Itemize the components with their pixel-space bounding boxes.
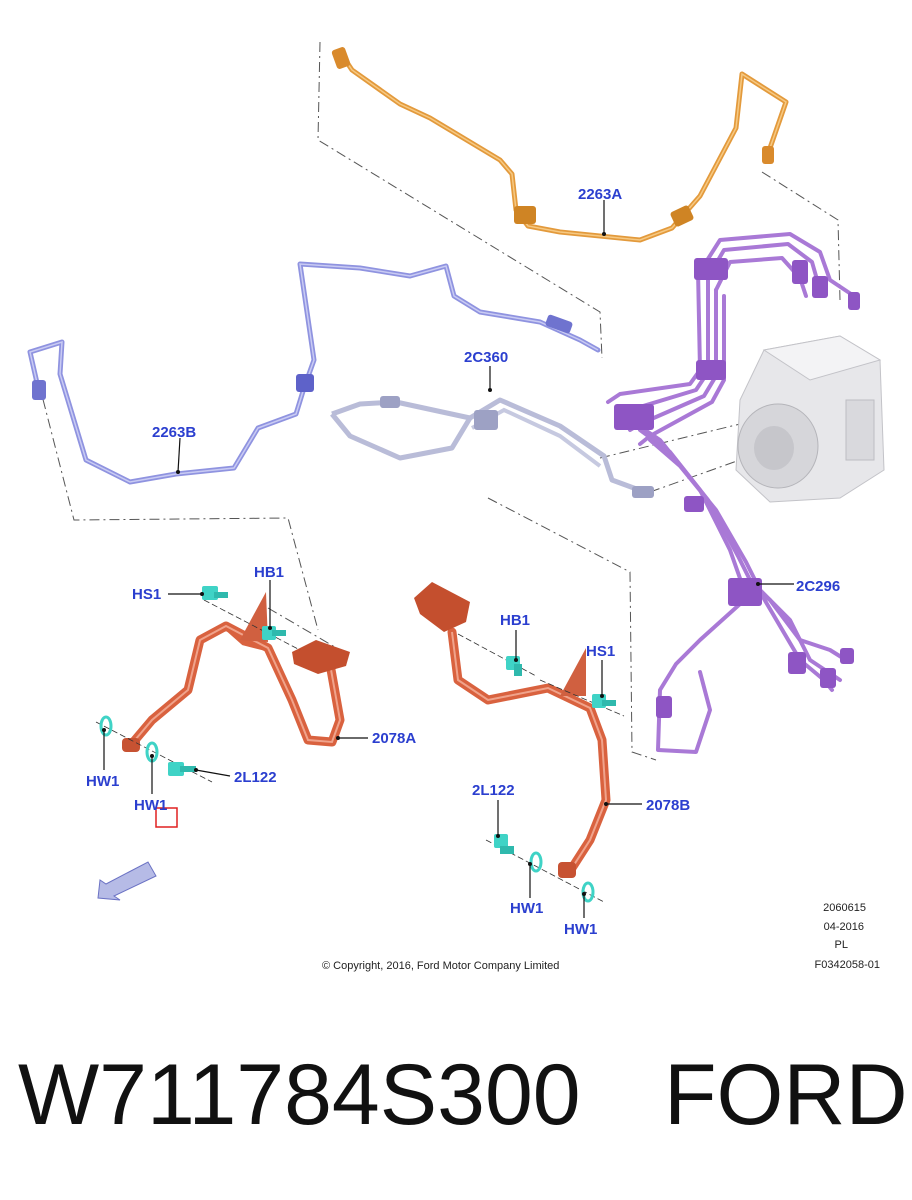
meta-line-2: 04-2016	[824, 921, 864, 933]
callout-hs1-right: HS1	[586, 643, 615, 660]
callout-hw1-left-b: HW1	[134, 797, 167, 814]
brake-lines-diagram: 2263A 2263B 2C360 2C296 HS1 HB1 2078A HW…	[27, 41, 885, 972]
copyright-text: © Copyright, 2016, Ford Motor Company Li…	[322, 960, 559, 972]
bolt-2l122-left	[168, 762, 196, 776]
fasteners	[99, 586, 616, 903]
callout-2078A: 2078A	[372, 730, 416, 747]
callout-2l122-right: 2L122	[472, 782, 515, 799]
brake-line-2263A	[331, 47, 789, 243]
brake-hose-2078B	[414, 582, 611, 878]
brake-line-2C360	[330, 396, 654, 498]
callout-hw1-right-b: HW1	[564, 921, 597, 938]
part-number: W711784S300	[18, 1047, 581, 1143]
fastener-axes	[95, 599, 625, 903]
bolt-hs1-right	[592, 694, 616, 708]
callout-leaders	[102, 200, 794, 918]
drawing-metadata: 2060615 04-2016 PL F0342058-01	[815, 902, 880, 971]
highlight-marker	[155, 807, 178, 828]
callout-2C296: 2C296	[796, 578, 840, 595]
callout-hb1-left: HB1	[254, 564, 284, 581]
bolt-hb1-right	[506, 656, 522, 676]
meta-line-1: 2060615	[823, 902, 866, 914]
callout-hw1-right-a: HW1	[510, 900, 543, 917]
callout-hs1-left: HS1	[132, 586, 161, 603]
bolt-hb1-left	[262, 626, 286, 640]
brake-hose-2078A	[122, 592, 350, 752]
meta-line-3: PL	[835, 939, 848, 951]
front-direction-arrow-icon	[97, 861, 157, 901]
callout-2l122-left: 2L122	[234, 769, 277, 786]
callout-labels: 2263A 2263B 2C360 2C296 HS1 HB1 2078A HW…	[86, 186, 840, 938]
brake-line-2263B	[27, 261, 601, 485]
abs-module	[735, 335, 885, 503]
brand-name: FORD	[664, 1047, 908, 1143]
callout-2078B: 2078B	[646, 797, 690, 814]
callout-2C360: 2C360	[464, 349, 508, 366]
purple-fittings	[614, 258, 860, 718]
callout-2263B: 2263B	[152, 424, 196, 441]
callout-hb1-right: HB1	[500, 612, 530, 629]
callout-2263A: 2263A	[578, 186, 622, 203]
callout-hw1-left-a: HW1	[86, 773, 119, 790]
meta-line-4: F0342058-01	[815, 959, 880, 971]
bolt-hs1-left	[202, 586, 228, 600]
